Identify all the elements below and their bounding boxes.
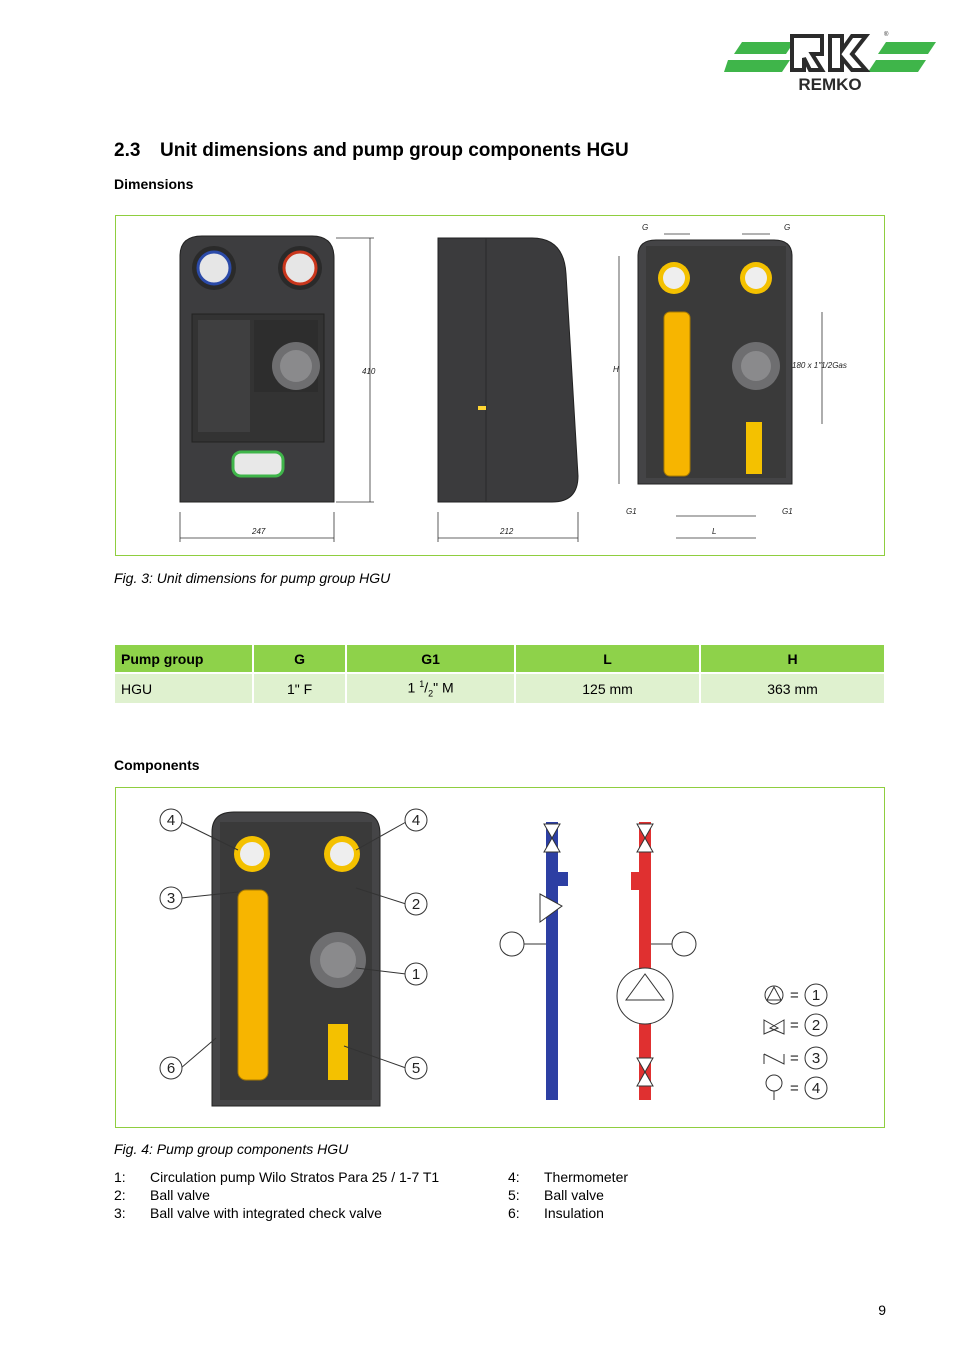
table-header-row: Pump group G G1 L H bbox=[115, 645, 884, 672]
dim-g1-right: G1 bbox=[782, 507, 793, 516]
components-drawing: 4 4 3 2 1 6 5 bbox=[159, 808, 828, 1107]
dim-g-left: G bbox=[642, 223, 648, 232]
list-item: 5:Ball valve bbox=[508, 1187, 604, 1203]
table-cell-g1: 1 1/2" M bbox=[347, 672, 515, 703]
list-item: 2:Ball valve bbox=[114, 1187, 210, 1203]
component-list-left: 1:Circulation pump Wilo Stratos Para 25 … bbox=[114, 1168, 504, 1222]
dimensions-heading: Dimensions bbox=[114, 176, 194, 192]
legend-equals: = bbox=[790, 1050, 799, 1067]
hydraulic-schematic bbox=[499, 822, 697, 1100]
list-item: 3:Ball valve with integrated check valve bbox=[114, 1205, 382, 1221]
list-item: 1:Circulation pump Wilo Stratos Para 25 … bbox=[114, 1169, 440, 1185]
open-view-unit bbox=[637, 239, 793, 485]
dimension-drawing: 410 247 212 G G H 180 x 1"1/2Gas G1 G1 L bbox=[179, 223, 847, 542]
legend-symbols bbox=[763, 983, 828, 1100]
page-number: 9 bbox=[878, 1302, 886, 1318]
pump-group-table: Pump group G G1 L H HGU 1" F 1 1/2" M 12… bbox=[113, 645, 886, 703]
callout-insulation: 6 bbox=[167, 1060, 175, 1077]
front-view-unit bbox=[179, 235, 335, 503]
callout-ball-valve-lower: 5 bbox=[412, 1060, 420, 1077]
callout-leaders bbox=[180, 821, 407, 1069]
table-cell-h: 363 mm bbox=[701, 672, 884, 703]
dim-depth: 212 bbox=[499, 527, 514, 536]
svg-text:®: ® bbox=[884, 31, 889, 38]
section-title-text: Unit dimensions and pump group component… bbox=[160, 140, 629, 161]
dim-width: 247 bbox=[251, 527, 266, 536]
side-view-unit bbox=[437, 237, 579, 503]
table-header: H bbox=[701, 645, 884, 672]
figure-components: 4 4 3 2 1 6 5 bbox=[115, 787, 885, 1128]
legend-equals: = bbox=[790, 987, 799, 1004]
components-heading: Components bbox=[114, 757, 200, 773]
component-list-right: 4:Thermometer 5:Ball valve 6:Insulation bbox=[508, 1168, 808, 1222]
list-item: 4:Thermometer bbox=[508, 1169, 629, 1185]
legend-number: 4 bbox=[812, 1080, 820, 1097]
figure-dimensions: 410 247 212 G G H 180 x 1"1/2Gas G1 G1 L bbox=[115, 215, 885, 556]
callout-ball-valve: 2 bbox=[412, 896, 420, 913]
dim-thread: 180 x 1"1/2Gas bbox=[792, 361, 847, 370]
remko-logo: REMKO ® bbox=[724, 31, 936, 94]
legend-equals: = bbox=[790, 1017, 799, 1034]
table-header: Pump group bbox=[115, 645, 252, 672]
table-header: G bbox=[254, 645, 346, 672]
legend-number: 1 bbox=[812, 987, 820, 1004]
callout-check-valve: 3 bbox=[167, 890, 175, 907]
figure-4-caption: Fig. 4: Pump group components HGU bbox=[114, 1141, 349, 1157]
dim-g-right: G bbox=[784, 223, 790, 232]
logo-wordmark: REMKO bbox=[798, 75, 861, 94]
list-item: 6:Insulation bbox=[508, 1205, 604, 1221]
legend-number: 3 bbox=[812, 1050, 820, 1067]
dim-g1-left: G1 bbox=[626, 507, 637, 516]
table-header: G1 bbox=[347, 645, 515, 672]
dim-l: L bbox=[712, 527, 716, 536]
table-cell-group: HGU bbox=[115, 672, 252, 703]
legend-number: 2 bbox=[812, 1017, 820, 1034]
dim-h: H bbox=[613, 365, 619, 374]
dim-height: 410 bbox=[362, 367, 376, 376]
table-cell-l: 125 mm bbox=[516, 672, 700, 703]
table-cell-g: 1" F bbox=[254, 672, 346, 703]
section-title: 2.3 Unit dimensions and pump group compon… bbox=[114, 140, 629, 162]
legend-equals: = bbox=[790, 1080, 799, 1097]
figure-3-caption: Fig. 3: Unit dimensions for pump group H… bbox=[114, 570, 391, 586]
callout-thermometer-left: 4 bbox=[167, 812, 175, 829]
callout-circles bbox=[159, 808, 428, 1080]
callout-pump: 1 bbox=[412, 966, 420, 983]
callout-thermometer-right: 4 bbox=[412, 812, 420, 829]
section-number: 2.3 bbox=[114, 140, 141, 161]
table-row: HGU 1" F 1 1/2" M 125 mm 363 mm bbox=[115, 672, 884, 703]
dimension-lines bbox=[179, 233, 823, 542]
table-header: L bbox=[516, 645, 700, 672]
open-unit-photo bbox=[211, 811, 381, 1107]
